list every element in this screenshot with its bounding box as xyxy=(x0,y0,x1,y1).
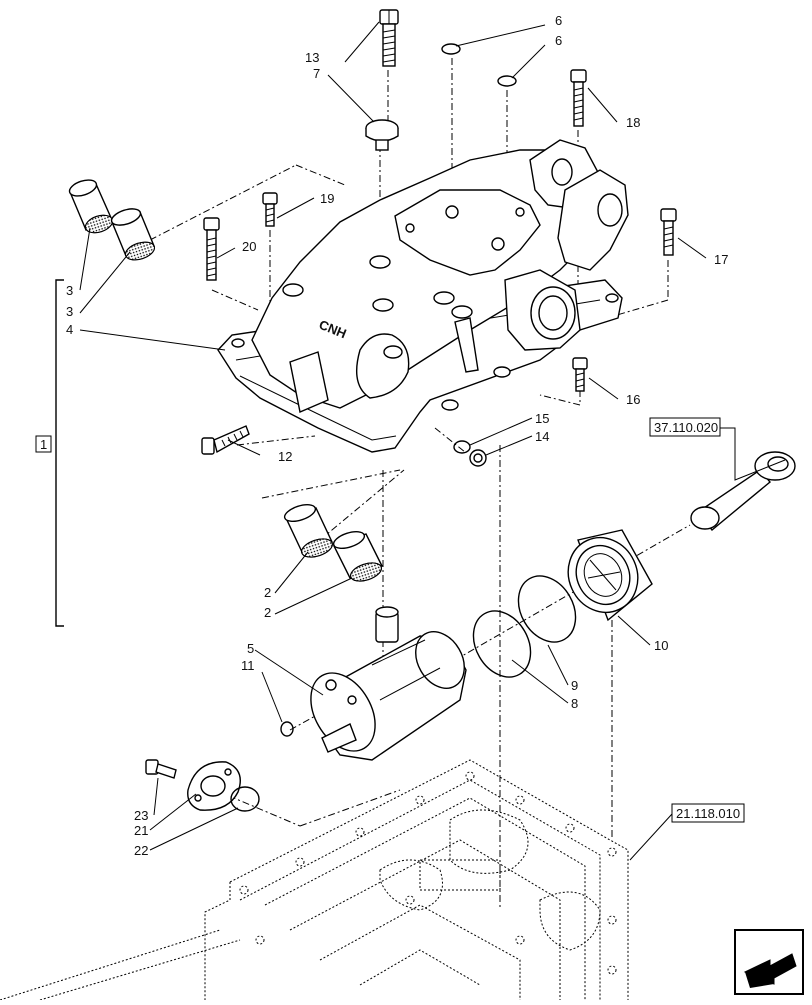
lift-cylinder-5 xyxy=(310,606,467,761)
bushing-2-b xyxy=(332,531,383,582)
seal-ring-8 xyxy=(472,610,532,678)
callout-6a: 6 xyxy=(555,13,562,28)
o-ring-6 xyxy=(441,43,517,87)
callout-10: 10 xyxy=(654,638,668,653)
callout-9: 9 xyxy=(571,678,578,693)
ref-housing-label[interactable]: 21.118.010 xyxy=(676,806,740,821)
callout-5: 5 xyxy=(247,641,254,656)
callout-21: 21 xyxy=(134,823,148,838)
lift-housing-4: CNH xyxy=(217,139,629,453)
callout-7: 7 xyxy=(313,66,320,81)
bushing-2-a xyxy=(283,504,333,558)
callout-labels: 13 7 6 6 18 19 20 17 3 3 4 16 15 14 12 1… xyxy=(35,13,728,858)
callout-23: 23 xyxy=(134,808,148,823)
bolt-19 xyxy=(262,192,278,227)
callout-2b: 2 xyxy=(264,605,271,620)
o-ring-22 xyxy=(230,786,260,812)
ref-pump-label[interactable]: 37.110.020 xyxy=(654,420,718,435)
flange-21 xyxy=(187,761,241,811)
reference-boxes: 37.110.020 21.118.010 xyxy=(649,417,745,823)
leader-lines xyxy=(55,21,786,861)
piston-10 xyxy=(567,529,653,622)
callout-22: 22 xyxy=(134,843,148,858)
plug-7 xyxy=(365,119,399,151)
callout-20: 20 xyxy=(242,239,256,254)
bushing-3-a xyxy=(68,179,114,234)
bolt-23 xyxy=(145,759,177,779)
o-ring-15 xyxy=(453,440,471,454)
callout-3a: 3 xyxy=(66,283,73,298)
bolt-16 xyxy=(572,357,588,392)
o-ring-11 xyxy=(280,721,294,737)
callout-18: 18 xyxy=(626,115,640,130)
seal-ring-9 xyxy=(517,575,577,643)
callout-6b: 6 xyxy=(555,33,562,48)
callout-3b: 3 xyxy=(66,304,73,319)
connecting-rod xyxy=(690,451,796,531)
callout-11: 11 xyxy=(241,658,255,673)
callout-19: 19 xyxy=(320,191,334,206)
callout-17: 17 xyxy=(714,252,728,267)
view-arrow-icon[interactable] xyxy=(734,929,804,995)
callout-16: 16 xyxy=(626,392,640,407)
callout-2a: 2 xyxy=(264,585,271,600)
callout-15: 15 xyxy=(535,411,549,426)
callout-12: 12 xyxy=(278,449,292,464)
bolt-12 xyxy=(201,425,250,455)
transmission-housing-outline xyxy=(0,759,629,1001)
bushing-3-b xyxy=(110,208,155,261)
callout-1: 1 xyxy=(40,437,47,452)
callout-8: 8 xyxy=(571,696,578,711)
bolt-13 xyxy=(379,9,399,67)
bolt-17 xyxy=(660,208,677,256)
plug-14 xyxy=(469,449,487,467)
callout-13: 13 xyxy=(305,50,319,65)
callout-4: 4 xyxy=(66,322,73,337)
bolt-18 xyxy=(570,69,587,127)
callout-14: 14 xyxy=(535,429,549,444)
bolt-20 xyxy=(203,217,220,281)
